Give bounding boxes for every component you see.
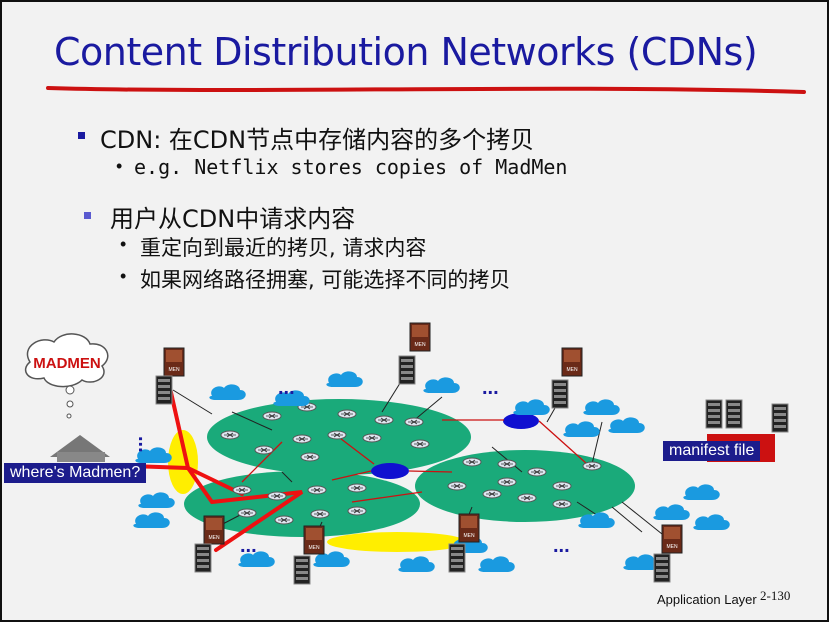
page-number: 2-130 [760, 588, 791, 603]
sub-bullet-dot: • [116, 156, 123, 176]
manifest-file-label: manifest file [663, 441, 761, 461]
slide-title: Content Distribution Networks (CDNs) [54, 30, 758, 74]
footer-text: Application Layer [657, 592, 757, 607]
bullet-1-sub-1: e.g. Netflix stores copies of MadMen [134, 155, 568, 179]
title-underline [46, 86, 806, 94]
bullet-2-sub-2: 如果网络路径拥塞, 可能选择不同的拷贝 [140, 268, 511, 292]
hub-node [503, 413, 539, 429]
bullet-square [78, 132, 85, 139]
bullet-2-sub-1: 重定向到最近的拷贝, 请求内容 [140, 236, 427, 260]
access-link-highlight [168, 430, 198, 494]
ellipsis: ... [553, 535, 570, 557]
cdn-network-diagram: MEN [24, 322, 789, 585]
congested-link-highlight [327, 532, 467, 552]
bullet-1-text: CDN: 在CDN节点中存储内容的多个拷贝 [100, 126, 535, 154]
madmen-logo: MADMEN [33, 355, 101, 372]
ellipsis: ... [134, 436, 156, 453]
bullet-square [84, 212, 91, 219]
ellipsis: ... [278, 377, 295, 399]
hub-node [371, 463, 409, 479]
client-request-label: where's Madmen? [4, 463, 147, 483]
sub-bullet-dot: • [120, 266, 127, 286]
ellipsis: ... [240, 535, 257, 557]
ellipsis: ... [482, 377, 499, 399]
thought-bubble-icon: MADMEN [24, 333, 109, 419]
bullet-2-text: 用户从CDN中请求内容 [110, 205, 356, 233]
sub-bullet-dot: • [120, 234, 127, 254]
client-house-icon [50, 435, 110, 462]
